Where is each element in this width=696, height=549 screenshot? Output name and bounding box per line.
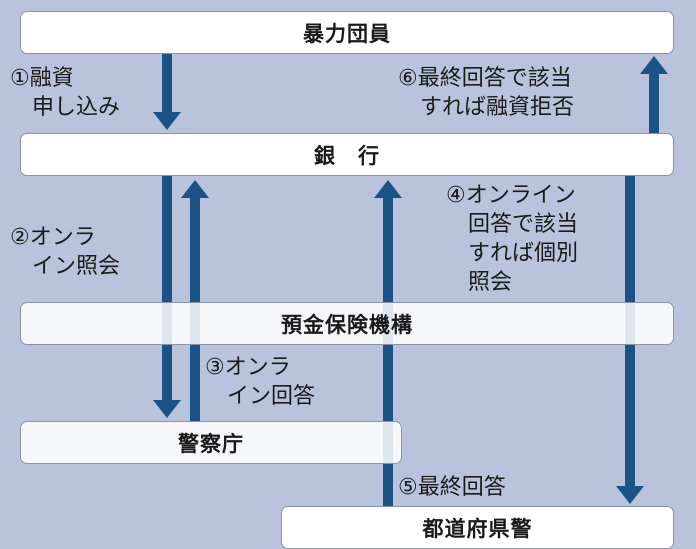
step-6-label: ⑥最終回答で該当 すれば融資拒否 bbox=[398, 66, 575, 120]
box-national-police-agency: 警察庁 bbox=[20, 421, 402, 464]
step-3-label: ③オンラ イン回答 bbox=[205, 355, 316, 409]
step-5-label: ⑤最終回答 bbox=[398, 475, 506, 500]
step-1-label: ①融資 申し込み bbox=[10, 66, 121, 120]
box-deposit-insurance-corp: 預金保険機構 bbox=[20, 302, 674, 345]
box-bank: 銀 行 bbox=[20, 133, 674, 176]
step-4-label: ④オンライン 回答で該当 すれば個別 照会 bbox=[446, 183, 579, 295]
box-yakuza-member: 暴力団員 bbox=[20, 11, 674, 54]
box-prefectural-police: 都道府県警 bbox=[281, 506, 674, 549]
step-2-label: ②オンラ イン照会 bbox=[10, 225, 121, 279]
